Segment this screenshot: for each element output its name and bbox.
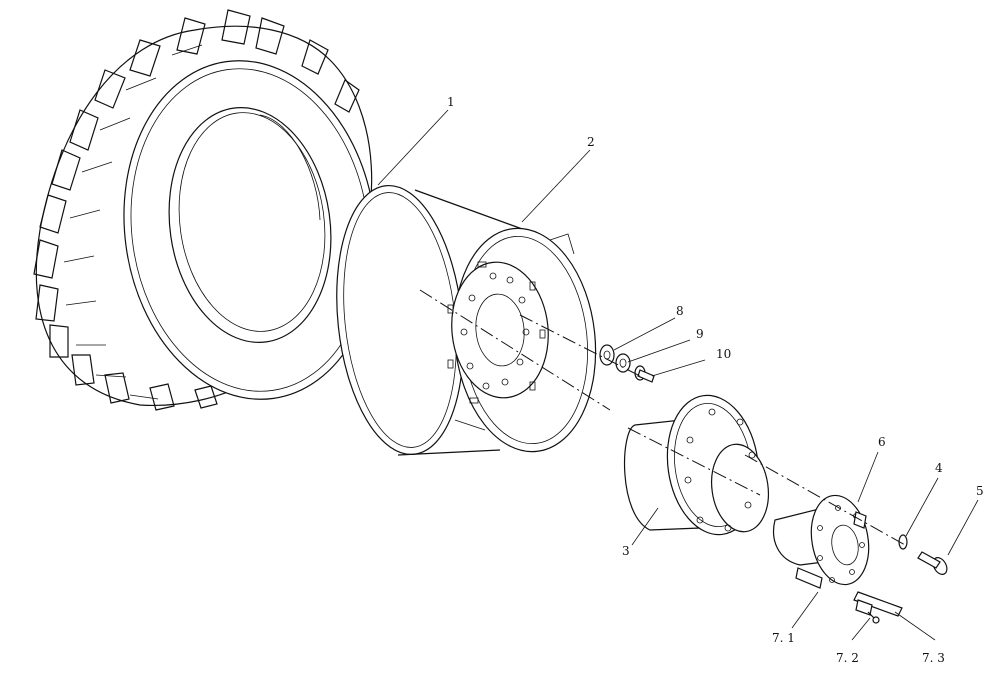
callout-7-2: 7. 2: [836, 651, 859, 665]
bolt-washer-4-5: [898, 534, 948, 575]
callout-9: 9: [696, 327, 704, 341]
wheel-rim: [336, 184, 597, 456]
callout-2: 2: [587, 135, 595, 149]
callout-8: 8: [676, 304, 684, 318]
adapter-hub: [773, 494, 870, 589]
hub-flange: [623, 394, 769, 536]
callout-4: 4: [935, 461, 943, 475]
callout-1: 1: [447, 95, 455, 109]
tire: [33, 9, 377, 411]
key-insert: [853, 591, 903, 624]
callout-3: 3: [622, 544, 630, 558]
center-axis: [419, 289, 906, 546]
washer-nut-bolt: [599, 344, 655, 383]
callout-7-1: 7. 1: [772, 631, 795, 645]
callout-7-3: 7. 3: [922, 651, 945, 665]
callout-10: 10: [716, 347, 732, 361]
callout-5: 5: [976, 484, 984, 498]
leader-lines: [377, 109, 979, 641]
callout-6: 6: [878, 435, 886, 449]
